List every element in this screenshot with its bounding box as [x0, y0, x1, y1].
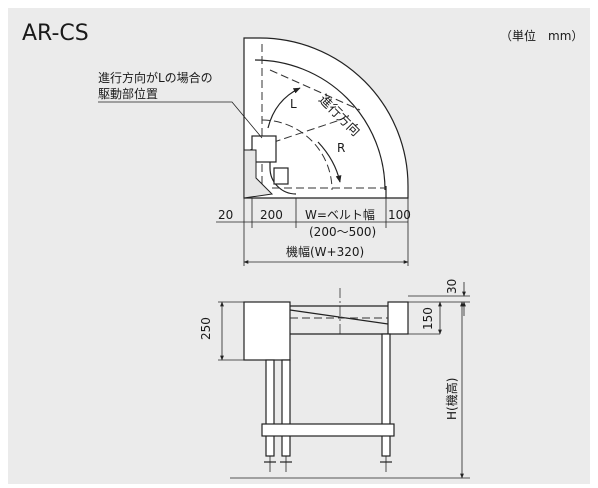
belt-slope: [289, 309, 389, 325]
dim-250: 250: [199, 317, 213, 340]
dim-belt-range: (200～500): [309, 225, 376, 239]
drive-callout-line2: 駆動部位置: [98, 86, 158, 101]
dim-100: 100: [388, 208, 411, 222]
plan-belt-outer-edge: [254, 59, 386, 191]
drive-callout-line1: 進行方向がLの場合の: [98, 70, 213, 85]
dim-200: 200: [260, 208, 283, 222]
direction-arrow-right: [317, 141, 342, 183]
direction-left-label: L: [290, 97, 297, 111]
side-head: [387, 301, 409, 335]
dim-30: 30: [445, 279, 459, 294]
plan-dashed-arc: [261, 119, 333, 191]
direction-right-label: R: [337, 141, 345, 155]
drive-bracket: [243, 149, 274, 199]
dim-machine-width: 機幅(W+320): [286, 244, 364, 259]
direction-arrow-left: [267, 87, 301, 129]
dim-height: H(機高): [444, 378, 459, 420]
dim-belt-width: W=ベルト幅: [305, 207, 375, 222]
side-drive-box: [243, 301, 291, 361]
side-view: 250 150 30 H(機高): [199, 279, 470, 479]
plan-dashed-line: [269, 69, 361, 111]
plan-belt-inner-edge: [269, 155, 297, 195]
leg: [265, 359, 275, 457]
leg: [281, 359, 291, 457]
plan-view: 進行方向 L R 進行方向がLの場合の 駆動部位置 20 200 W=ベルト幅 …: [98, 37, 411, 266]
drive-callout-leader: [98, 101, 263, 139]
plan-outer-frame: [243, 37, 409, 199]
model-title: AR-CS: [22, 21, 89, 46]
drive-motor: [273, 167, 289, 185]
crossbar: [261, 423, 395, 437]
dim-20: 20: [218, 208, 233, 222]
dim-150: 150: [421, 307, 435, 330]
leg: [381, 333, 391, 457]
unit-label: （単位 mm）: [500, 28, 583, 43]
